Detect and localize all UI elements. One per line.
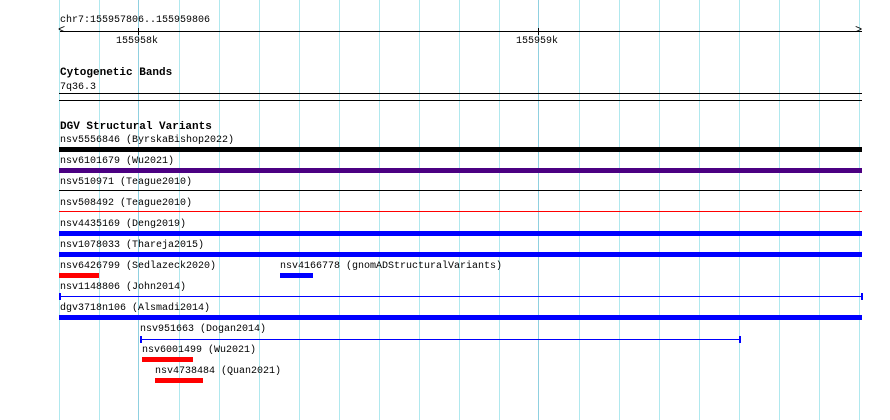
- grid-line: [739, 0, 740, 420]
- grid-line: [299, 0, 300, 420]
- grid-line: [339, 0, 340, 420]
- grid-line: [99, 0, 100, 420]
- feature-glyph[interactable]: [142, 357, 193, 362]
- feature-label: nsv5556846 (ByrskaBishop2022): [60, 135, 235, 146]
- arrow-left-icon[interactable]: <: [58, 23, 66, 37]
- feature-label: nsv510971 (Teague2010): [60, 177, 193, 188]
- feature-end-tick: [59, 293, 61, 300]
- feature-end-tick: [739, 336, 741, 343]
- feature-glyph[interactable]: [59, 147, 862, 152]
- grid-line: [859, 0, 860, 420]
- feature-glyph[interactable]: [59, 315, 862, 320]
- grid-line: [219, 0, 220, 420]
- grid-line: [459, 0, 460, 420]
- grid-line: [138, 0, 139, 420]
- feature-end-tick: [140, 336, 142, 343]
- ruler-tick-label: 155958k: [116, 36, 159, 47]
- feature-label: nsv951663 (Dogan2014): [140, 324, 267, 335]
- feature-label: nsv4435169 (Deng2019): [60, 219, 187, 230]
- feature-label: nsv6426799 (Sedlazeck2020): [60, 261, 217, 272]
- feature-label: nsv4166778 (gnomADStructuralVariants): [280, 261, 503, 272]
- feature-label: nsv4738484 (Quan2021): [155, 366, 282, 377]
- feature-glyph[interactable]: [59, 252, 862, 257]
- grid-line: [579, 0, 580, 420]
- feature-label: dgv3718n106 (Alsmadi2014): [60, 303, 211, 314]
- grid-line: [379, 0, 380, 420]
- grid-line: [499, 0, 500, 420]
- feature-glyph[interactable]: [280, 273, 313, 278]
- ruler-tick: [138, 28, 139, 35]
- feature-glyph[interactable]: [59, 231, 862, 236]
- grid-line: [619, 0, 620, 420]
- feature-glyph[interactable]: [155, 378, 203, 383]
- cytoband-line[interactable]: [59, 93, 862, 94]
- track-title-dgv: DGV Structural Variants: [60, 121, 212, 133]
- ruler-tick: [538, 28, 539, 35]
- feature-glyph[interactable]: [140, 339, 740, 340]
- feature-glyph[interactable]: [59, 273, 99, 278]
- cytoband-label: 7q36.3: [60, 82, 97, 93]
- arrow-right-icon[interactable]: >: [855, 23, 863, 37]
- grid-line: [419, 0, 420, 420]
- ruler-tick-label: 155959k: [516, 36, 559, 47]
- grid-line: [538, 0, 539, 420]
- track-title-cytobands: Cytogenetic Bands: [60, 67, 173, 79]
- feature-label: nsv1078033 (Thareja2015): [60, 240, 205, 251]
- feature-end-tick: [861, 293, 863, 300]
- track-divider: [59, 100, 862, 101]
- grid-line: [819, 0, 820, 420]
- feature-label: nsv1148806 (John2014): [60, 282, 187, 293]
- feature-label: nsv6001499 (Wu2021): [142, 345, 257, 356]
- feature-label: nsv6101679 (Wu2021): [60, 156, 175, 167]
- feature-glyph[interactable]: [59, 190, 862, 191]
- grid-line: [779, 0, 780, 420]
- feature-label: nsv508492 (Teague2010): [60, 198, 193, 209]
- grid-line: [179, 0, 180, 420]
- grid-line: [699, 0, 700, 420]
- grid-line: [259, 0, 260, 420]
- feature-glyph[interactable]: [59, 211, 862, 212]
- feature-glyph[interactable]: [59, 296, 862, 297]
- grid-line: [659, 0, 660, 420]
- feature-glyph[interactable]: [59, 168, 862, 173]
- grid-line: [59, 0, 60, 420]
- ruler-axis: [60, 31, 862, 32]
- region-label: chr7:155957806..155959806: [60, 15, 211, 26]
